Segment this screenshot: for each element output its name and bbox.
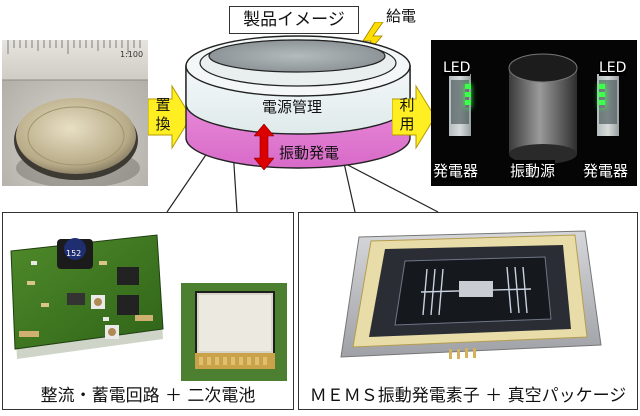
generator-right-label: 発電器 [583, 160, 629, 181]
generator-left-label: 発電器 [433, 160, 479, 181]
use-arrow-label: 利用 [399, 96, 415, 133]
rectifier-circuit-photo: 152 [7, 221, 169, 381]
secondary-battery-photo [181, 283, 287, 381]
vibration-double-arrow-icon [254, 124, 274, 170]
vibration-generation-layer-label: 振動発電 [279, 144, 340, 162]
circuit-battery-caption: 整流・蓄電回路 ＋ 二次電池 [40, 386, 256, 406]
use-arrow: 利用 [392, 84, 436, 150]
led-green-left-icon [465, 84, 471, 108]
led-demo-photo: LED LED 発電器 振動源 発電器 [431, 40, 637, 186]
power-management-layer-label: 電源管理 [262, 98, 323, 116]
led-left-label: LED [443, 60, 471, 76]
coin-battery-photo: 1:100 [2, 40, 148, 186]
ruler-scale-text: 1:100 [120, 50, 144, 59]
replace-arrow-label: 置換 [155, 96, 171, 133]
inductor-label: 152 [66, 249, 82, 258]
led-right-label: LED [599, 60, 627, 76]
circuit-battery-panel: 152 整流・蓄電回路 ＋ 二次電池 [2, 212, 294, 410]
mems-package-panel: ＭＥＭＳ振動発電素子 ＋ 真空パッケージ [298, 212, 638, 410]
replace-arrow: 置換 [148, 84, 192, 150]
led-green-right-icon [599, 84, 605, 108]
mems-package-caption: ＭＥＭＳ振動発電素子 ＋ 真空パッケージ [309, 386, 627, 406]
mems-device-photo [331, 217, 605, 377]
vibration-source-label: 振動源 [510, 160, 556, 181]
power-feed-label: 給電 [386, 7, 417, 25]
product-image-title: 製品イメージ [229, 6, 359, 34]
